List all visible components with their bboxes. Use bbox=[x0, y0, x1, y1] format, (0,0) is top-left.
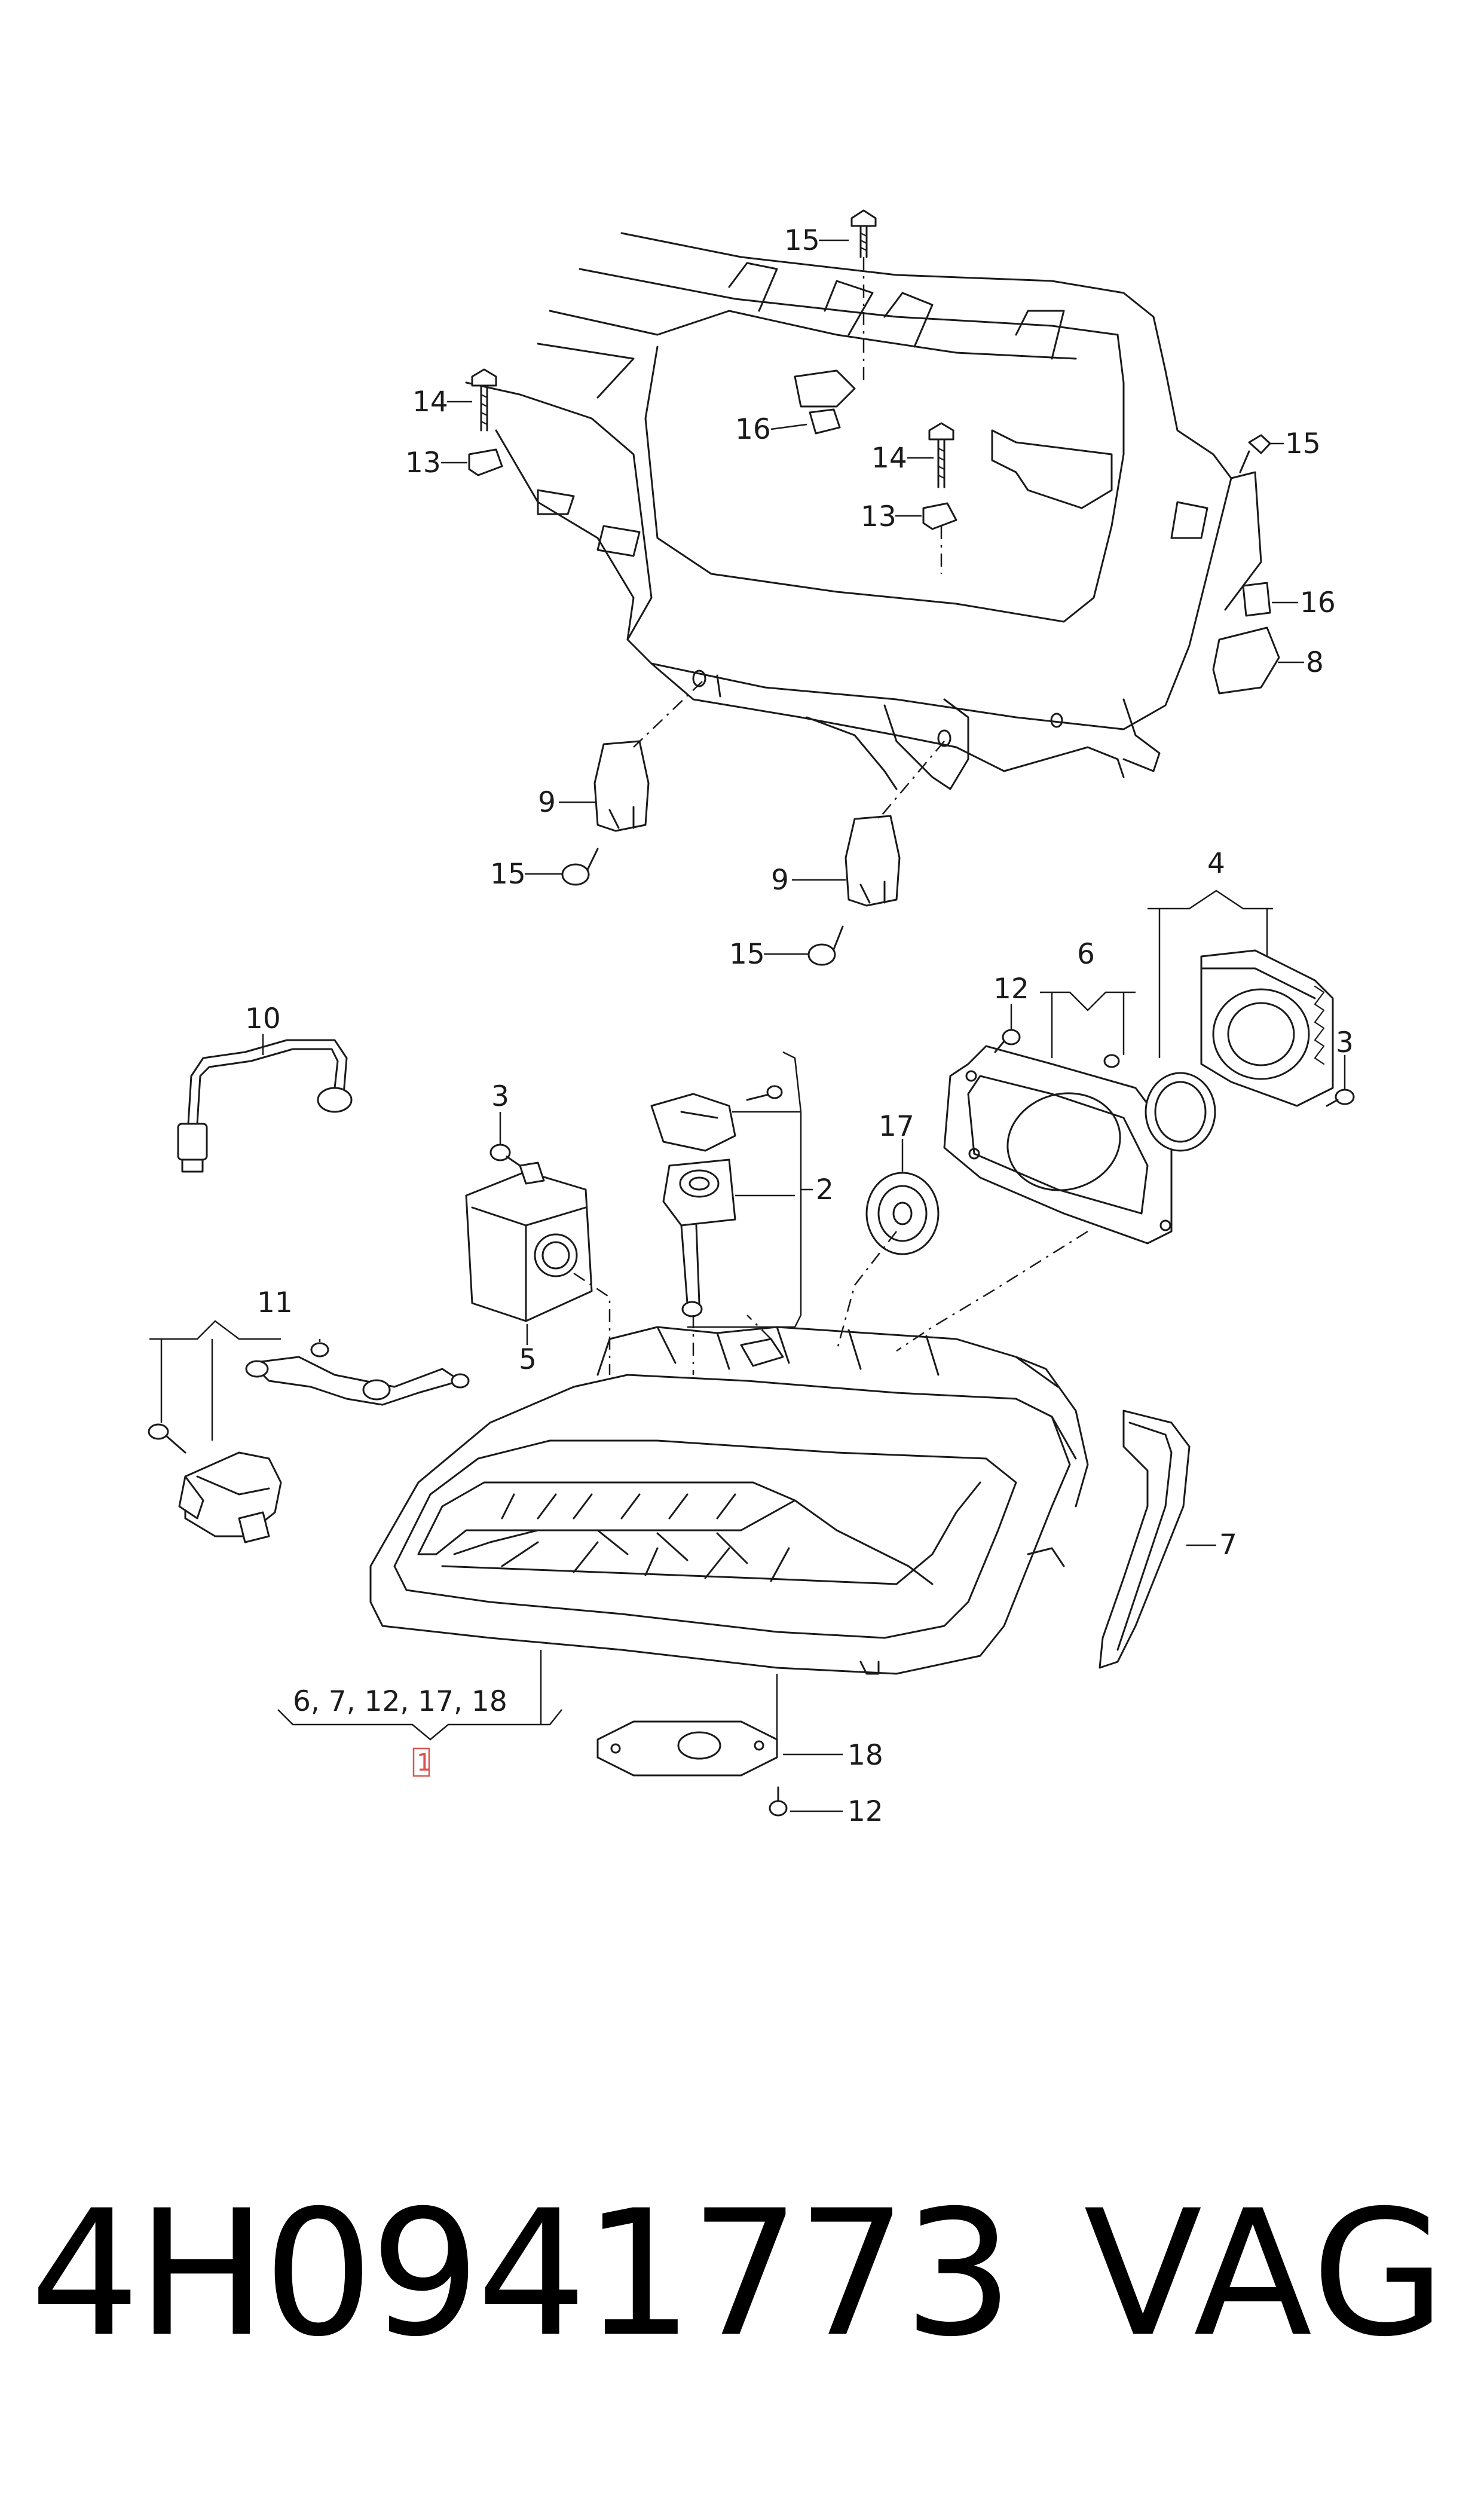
screw-15-top bbox=[850, 209, 877, 258]
callout-14-right: 14 bbox=[871, 442, 907, 475]
callout-3-right: 3 bbox=[1336, 1026, 1354, 1059]
nut-13-right bbox=[922, 502, 957, 530]
callout-1-box bbox=[412, 1747, 430, 1777]
callout-15-lower-left: 15 bbox=[490, 858, 526, 891]
screw-14-right bbox=[928, 422, 954, 488]
callout-group-1: 6, 7, 12, 17, 18 bbox=[293, 1685, 507, 1718]
callout-16-left: 16 bbox=[735, 413, 771, 446]
callout-3-left: 3 bbox=[491, 1080, 509, 1113]
callout-17: 17 bbox=[879, 1110, 914, 1143]
module-4 bbox=[1200, 949, 1334, 1107]
trim-strip-7 bbox=[1099, 1410, 1191, 1669]
callout-7: 7 bbox=[1219, 1528, 1237, 1561]
leveling-motor-2 bbox=[650, 1085, 783, 1317]
nut-13-left bbox=[468, 448, 503, 476]
screw-12-upper bbox=[994, 1029, 1021, 1053]
callout-12-lower: 12 bbox=[847, 1795, 883, 1828]
bracket-8 bbox=[1212, 626, 1280, 695]
screw-15-lower-right bbox=[807, 925, 844, 966]
screw-15-right bbox=[1239, 434, 1271, 473]
brand-name: VAG bbox=[1084, 2173, 1448, 2375]
callout-15-top: 15 bbox=[784, 224, 820, 257]
wiring-harness-10 bbox=[187, 1039, 348, 1125]
mounting-frame bbox=[465, 232, 1262, 790]
callout-14-left: 14 bbox=[412, 386, 448, 418]
callout-13-right: 13 bbox=[861, 500, 896, 533]
callout-9-right: 9 bbox=[771, 864, 789, 897]
callout-9-left: 9 bbox=[538, 786, 556, 819]
grommet-17 bbox=[865, 1172, 940, 1255]
screw-3-left bbox=[489, 1144, 521, 1167]
clip-16-left bbox=[809, 408, 841, 435]
gasket-18 bbox=[596, 1720, 778, 1777]
clip-16-right bbox=[1242, 582, 1271, 617]
bezel-6 bbox=[943, 1045, 1173, 1245]
callout-18: 18 bbox=[847, 1739, 883, 1772]
bracket-assembly-11 bbox=[148, 1342, 470, 1543]
callout-13-left: 13 bbox=[405, 447, 441, 479]
screw-12-lower bbox=[769, 1786, 788, 1817]
callout-labels: 15 14 13 16 14 13 15 16 8 9 15 9 15 4 6 … bbox=[245, 224, 1354, 1828]
screw-15-lower-left bbox=[561, 848, 599, 886]
screw-14-left bbox=[471, 368, 497, 432]
callout-16-right: 16 bbox=[1300, 586, 1336, 619]
callout-10: 10 bbox=[245, 1002, 281, 1035]
sealing-ring bbox=[1145, 1072, 1216, 1152]
callout-5: 5 bbox=[519, 1343, 537, 1376]
part-number: 4H0941773 bbox=[30, 2173, 1014, 2375]
callout-1: 1 bbox=[417, 1749, 432, 1777]
callout-12-upper: 12 bbox=[993, 973, 1029, 1005]
headlamp-housing bbox=[369, 1326, 1089, 1675]
callout-15-right: 15 bbox=[1285, 427, 1321, 460]
adjuster-socket bbox=[740, 1338, 784, 1367]
callout-8: 8 bbox=[1306, 646, 1324, 679]
lamp-components bbox=[148, 889, 1355, 1817]
callout-11: 11 bbox=[257, 1286, 293, 1319]
bracket-9-left bbox=[593, 740, 650, 832]
screw-3-right bbox=[1326, 1089, 1355, 1107]
callout-2: 2 bbox=[816, 1173, 834, 1206]
frame-fasteners bbox=[468, 209, 1280, 966]
callout-6: 6 bbox=[1077, 938, 1095, 971]
callout-15-lower-right: 15 bbox=[729, 938, 765, 971]
bracket-9-right bbox=[844, 815, 901, 907]
callout-4: 4 bbox=[1207, 847, 1225, 880]
